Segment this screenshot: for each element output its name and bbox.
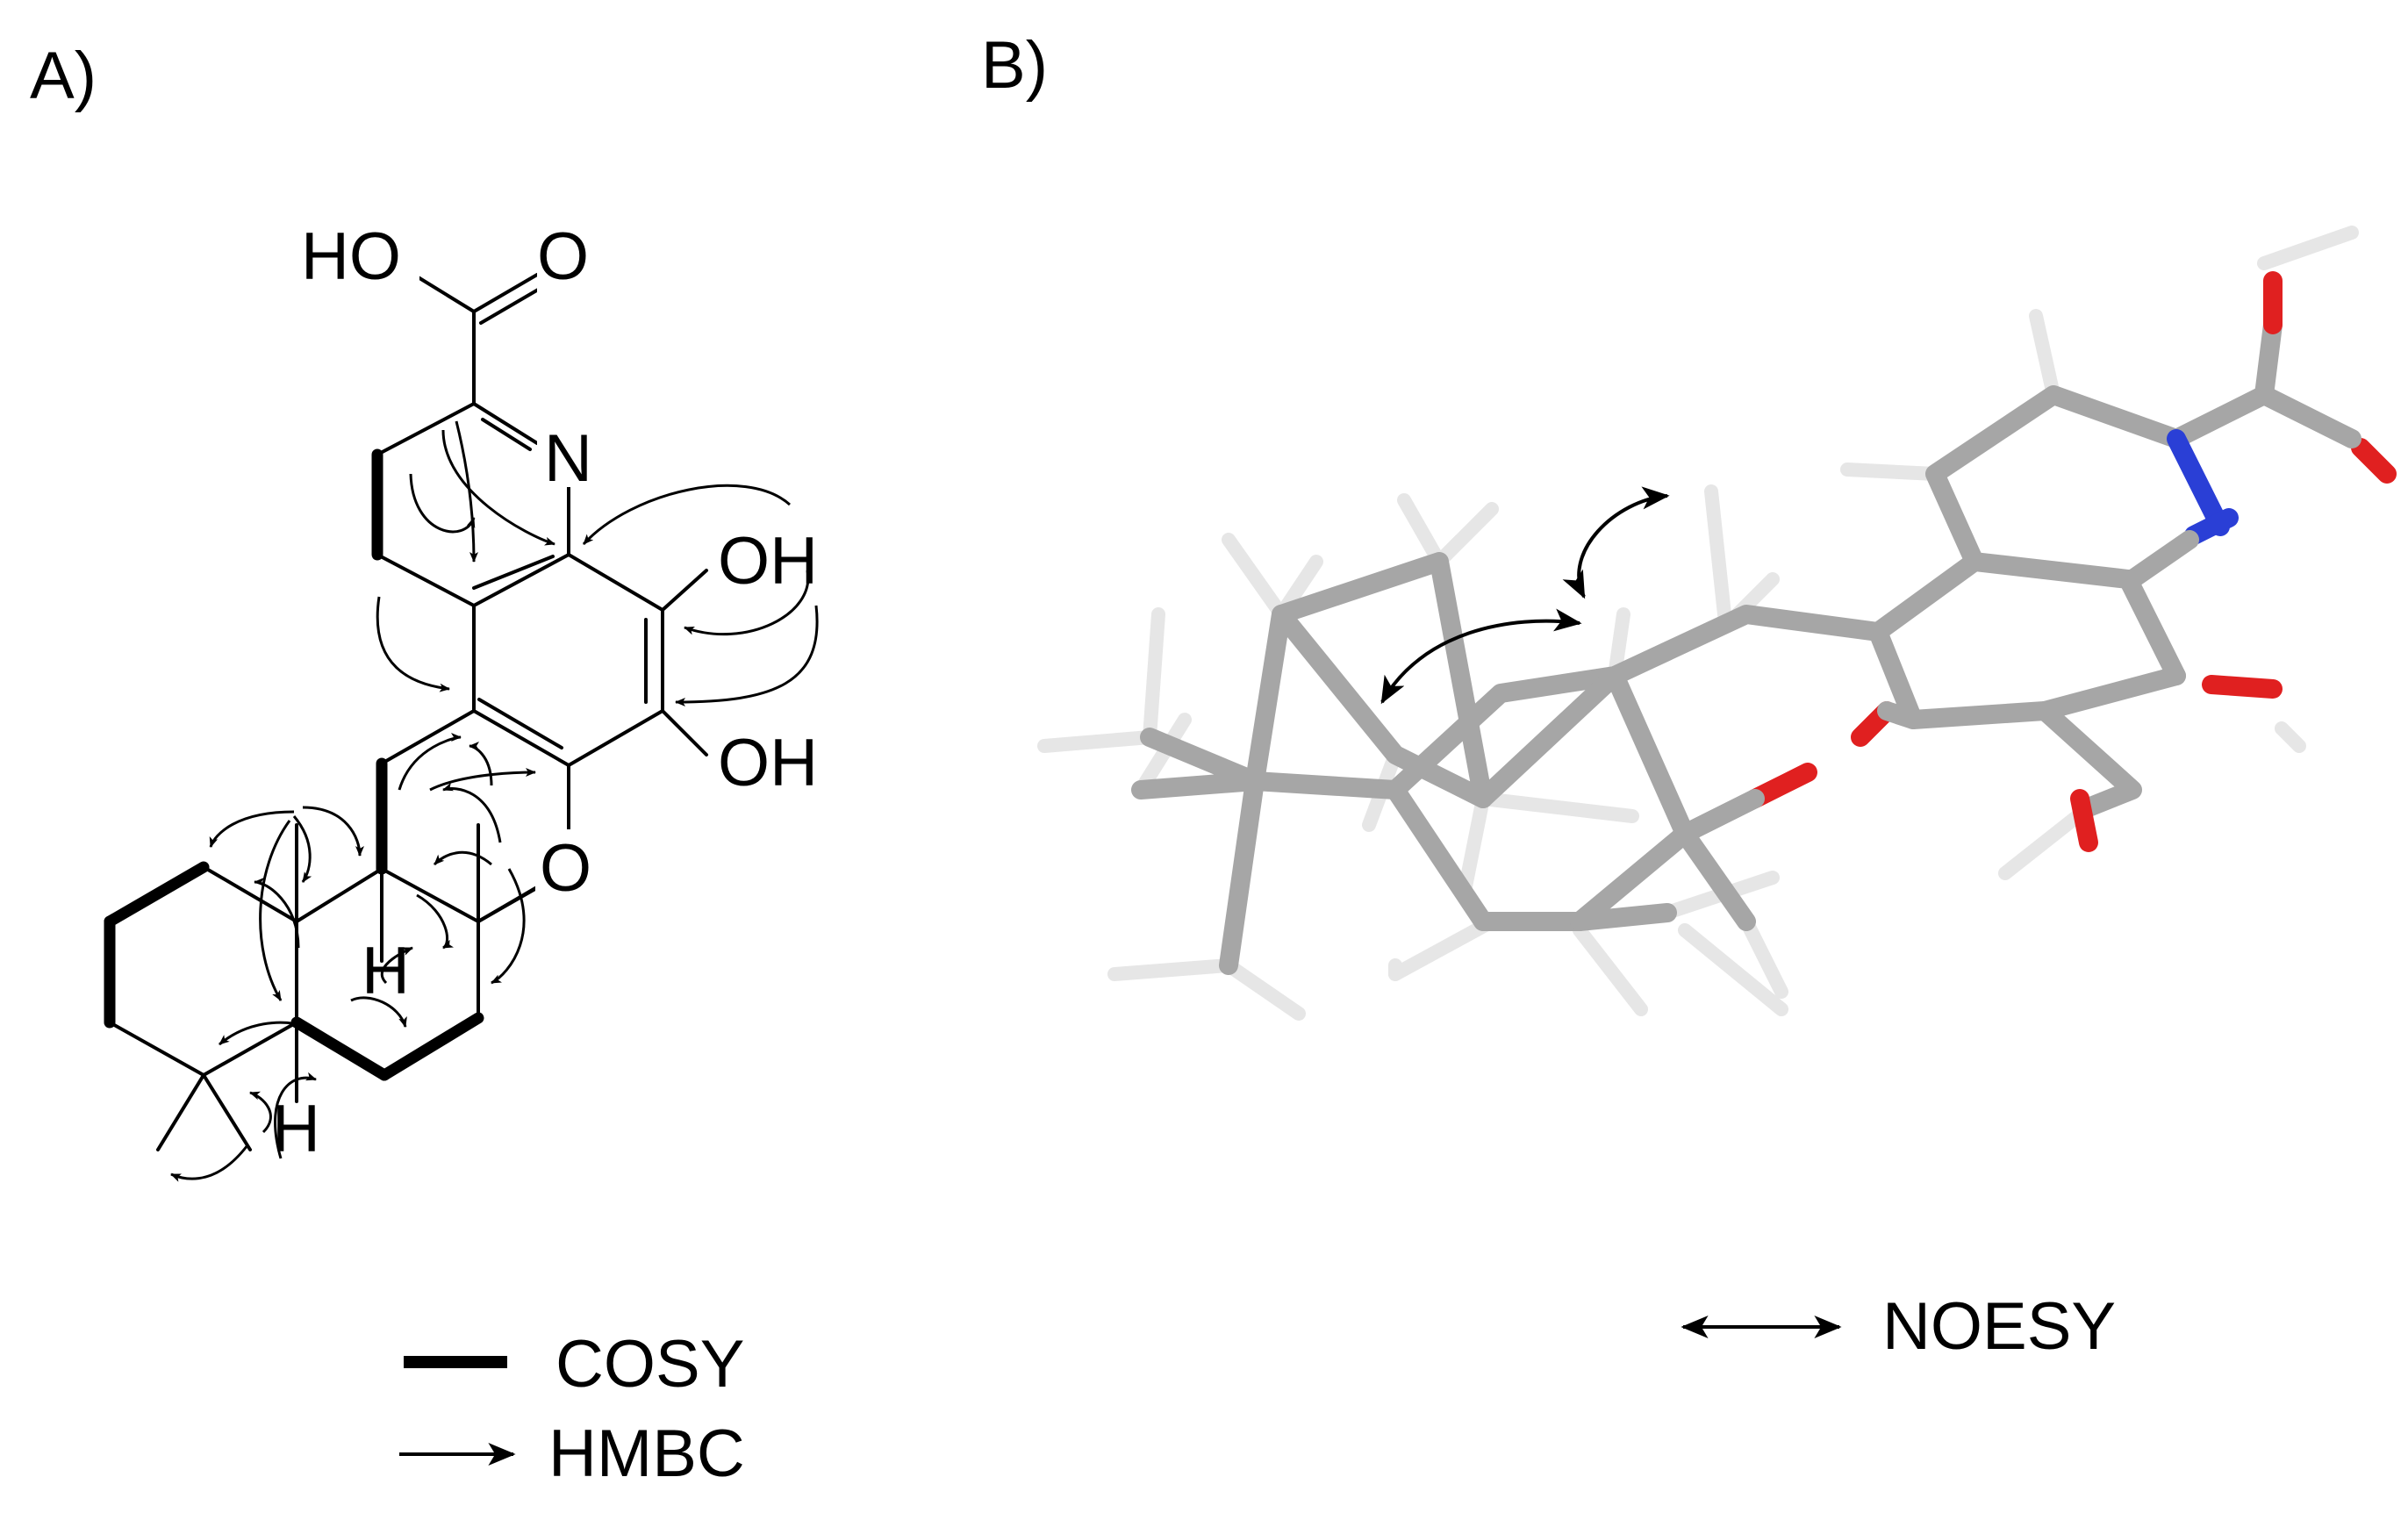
carboxyl-group <box>411 272 546 405</box>
legend-panel-a: COSY HMBC <box>399 1327 745 1491</box>
noesy-arrow-right <box>1562 486 1670 599</box>
pyridine-n-bond <box>2123 530 2199 589</box>
decalin-rings <box>108 823 537 1151</box>
panel-a-label: A) <box>30 39 97 113</box>
hmbc-legend-label: HMBC <box>548 1416 745 1491</box>
nitrogen-stick <box>2167 429 2239 545</box>
atom-h-upper: H <box>362 934 410 1008</box>
atom-n: N <box>544 421 592 496</box>
stick-model-3d <box>1037 226 2397 1021</box>
central-ring <box>472 553 708 767</box>
structure-2d: HO O N OH OH O H H <box>104 218 819 1182</box>
atom-o-ring: O <box>540 831 591 906</box>
atom-ho: HO <box>301 219 401 294</box>
atom-h-lower: H <box>272 1092 320 1166</box>
atom-oh-bottom: OH <box>718 726 818 800</box>
legend-panel-b: NOESY <box>1681 1289 2116 1364</box>
cosy-legend-label: COSY <box>555 1327 744 1402</box>
panel-b-label: B) <box>981 28 1048 103</box>
atom-o-carbonyl: O <box>537 219 589 294</box>
noesy-legend-label: NOESY <box>1882 1289 2116 1364</box>
noesy-arrow-left <box>1380 608 1582 705</box>
pyridine-ring <box>376 402 570 607</box>
atom-labels: HO O N OH OH O H H <box>272 218 818 1166</box>
cosy-bonds <box>104 448 484 1081</box>
carbon-sticks <box>1131 315 2283 975</box>
atom-oh-top: OH <box>718 524 818 599</box>
oxygen-sticks <box>1745 271 2397 852</box>
ether-bridge <box>1675 385 2361 843</box>
noesy-correlations <box>1380 486 1670 705</box>
hmbc-correlations <box>170 420 819 1182</box>
